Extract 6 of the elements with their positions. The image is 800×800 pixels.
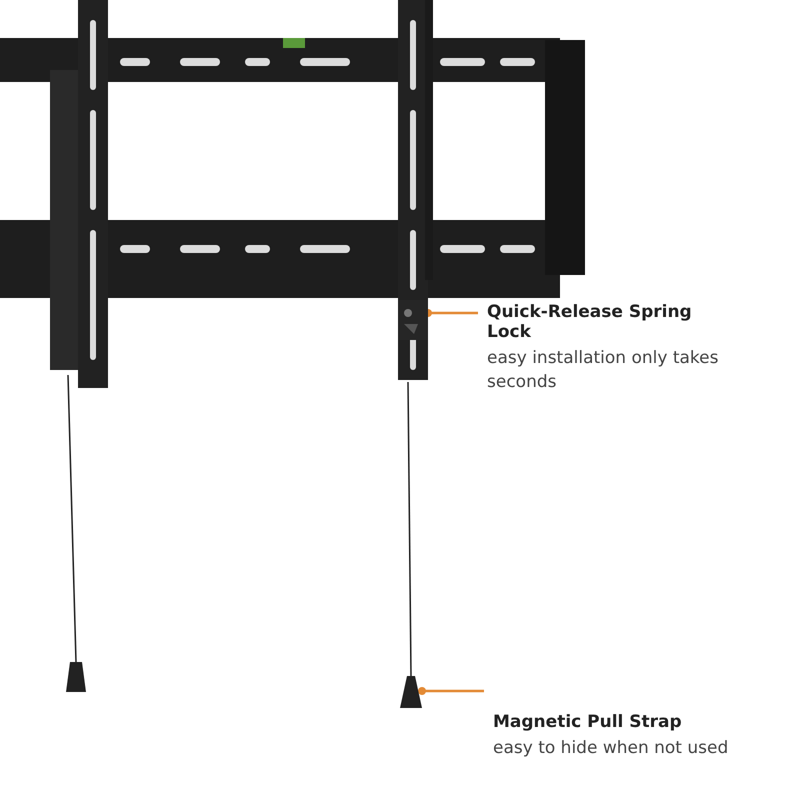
pull-strap-weight (400, 676, 422, 708)
leader-line (418, 687, 484, 695)
callout-text: easy installation only takes seconds (487, 347, 720, 394)
callout-heading: Quick-Release Spring Lock (487, 302, 693, 342)
callout-text: easy to hide when not used (493, 737, 730, 760)
callout-heading: Magnetic Pull Strap (493, 712, 683, 732)
